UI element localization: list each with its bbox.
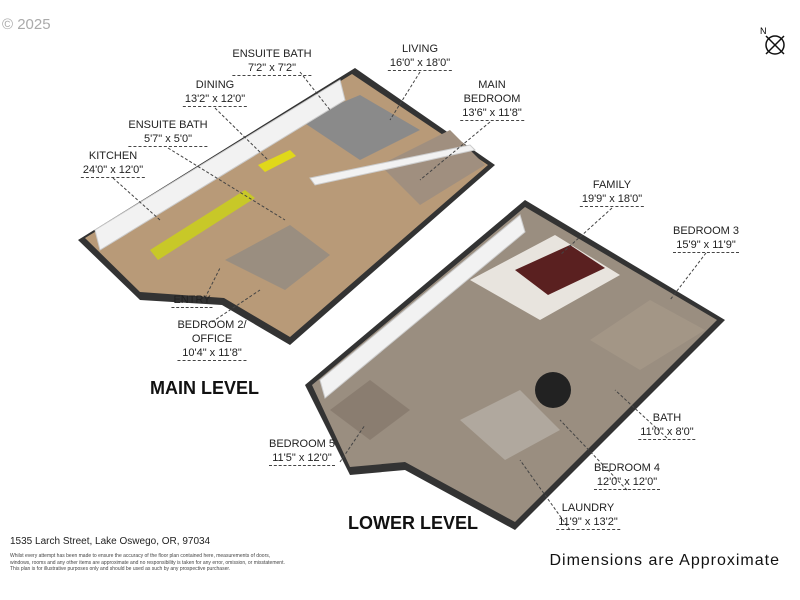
room-dimensions: 13'2" x 12'0" bbox=[182, 93, 248, 107]
room-name: FAMILY bbox=[592, 179, 632, 191]
room-label-kitchen: KITCHEN 24'0" x 12'0" bbox=[80, 149, 146, 178]
lower-level-plan bbox=[305, 200, 725, 530]
room-dimensions: 7'2" x 7'2" bbox=[232, 61, 312, 76]
room-dimensions: 19'9" x 18'0" bbox=[579, 193, 645, 207]
compass-icon bbox=[765, 35, 785, 55]
room-label-family: FAMILY 19'9" x 18'0" bbox=[579, 178, 645, 207]
room-dimensions: 24'0" x 12'0" bbox=[80, 164, 146, 178]
room-name: ENSUITE BATH bbox=[128, 119, 208, 131]
kitchen-island bbox=[150, 190, 255, 260]
bedroom3-floor bbox=[590, 300, 705, 370]
lower-level-back-wall bbox=[319, 214, 526, 399]
leader-line bbox=[167, 147, 286, 221]
leader-line bbox=[559, 419, 628, 491]
address: 1535 Larch Street, Lake Oswego, OR, 9703… bbox=[10, 536, 211, 547]
leader-line bbox=[339, 424, 366, 463]
room-label-dining: DINING 13'2" x 12'0" bbox=[182, 78, 248, 107]
room-dimensions: 10'4" x 11'8" bbox=[177, 346, 247, 361]
leader-line bbox=[204, 267, 221, 299]
room-dimensions: 11'9" x 13'2" bbox=[556, 516, 620, 530]
main-level-plan bbox=[78, 68, 495, 345]
room-dimensions: 16'0" x 18'0" bbox=[387, 57, 453, 71]
bedroom2-floor bbox=[225, 225, 330, 290]
room-label-living: LIVING 16'0" x 18'0" bbox=[387, 42, 453, 71]
leader-line bbox=[214, 107, 269, 161]
room-dimensions: 11'5" x 12'0" bbox=[268, 451, 336, 466]
leader-line bbox=[419, 121, 491, 181]
room-name: BEDROOM 3 bbox=[672, 225, 740, 237]
disclaimer-line: This plan is for illustrative purposes o… bbox=[10, 566, 231, 572]
leader-line bbox=[299, 71, 331, 111]
leader-line bbox=[559, 207, 613, 256]
lower-level-title: LOWER LEVEL bbox=[348, 513, 478, 533]
room-name: BEDROOM 2/ bbox=[177, 319, 247, 331]
family-rug bbox=[515, 245, 605, 295]
laundry-floor bbox=[460, 390, 560, 460]
disclaimer-line: Whilst every attempt has been made to en… bbox=[10, 553, 271, 559]
room-dimensions: 11'0" x 8'0" bbox=[638, 426, 696, 440]
disclaimer: Whilst every attempt has been made to en… bbox=[10, 553, 285, 573]
bedroom5-floor bbox=[330, 380, 410, 440]
living-rug bbox=[300, 95, 420, 160]
room-label-laundry: LAUNDRY 11'9" x 13'2" bbox=[556, 501, 620, 530]
room-name: ENTRY bbox=[171, 294, 213, 308]
room-dimensions: 15'9" x 11'9" bbox=[672, 238, 740, 253]
room-label-main-bedroom: MAIN BEDROOM 13'6" x 11'8" bbox=[460, 78, 524, 121]
dimensions-note: Dimensions are Approximate bbox=[549, 552, 780, 569]
room-name: BATH bbox=[652, 412, 682, 424]
main-level-back-wall bbox=[94, 79, 346, 251]
room-name: BEDROOM 4 bbox=[593, 462, 661, 474]
room-name: ENSUITE BATH bbox=[232, 48, 312, 60]
leader-line bbox=[112, 177, 161, 221]
copyright: © 2025 bbox=[2, 16, 51, 33]
spiral-stair bbox=[535, 372, 571, 408]
room-name: DINING bbox=[195, 79, 235, 91]
main-level-title: MAIN LEVEL bbox=[150, 378, 260, 398]
room-label-entry: ENTRY bbox=[171, 293, 213, 308]
room-name: BEDROOM bbox=[463, 93, 521, 105]
leader-lines bbox=[112, 71, 707, 531]
room-label-bath: BATH 11'0" x 8'0" bbox=[638, 411, 696, 440]
room-dimensions: 12'0" x 12'0" bbox=[593, 475, 661, 490]
leader-line bbox=[614, 389, 668, 439]
room-name: LIVING bbox=[401, 43, 439, 55]
room-name: OFFICE bbox=[191, 333, 233, 345]
leader-line bbox=[669, 252, 707, 301]
lower-level-floor bbox=[312, 207, 717, 522]
leader-line bbox=[389, 71, 421, 121]
leader-line bbox=[519, 459, 571, 531]
room-name: BEDROOM 5 bbox=[268, 438, 336, 450]
dining-table bbox=[258, 150, 296, 172]
room-dimensions: 5'7" x 5'0" bbox=[128, 132, 208, 147]
compass-label: N bbox=[760, 26, 767, 36]
room-name: KITCHEN bbox=[88, 150, 138, 162]
main-level-inner-wall bbox=[309, 144, 477, 186]
room-name: MAIN bbox=[478, 79, 506, 91]
room-dimensions: 13'6" x 11'8" bbox=[460, 107, 524, 121]
room-name: LAUNDRY bbox=[561, 502, 615, 514]
disclaimer-line: windows, rooms and any other items are a… bbox=[10, 559, 285, 566]
